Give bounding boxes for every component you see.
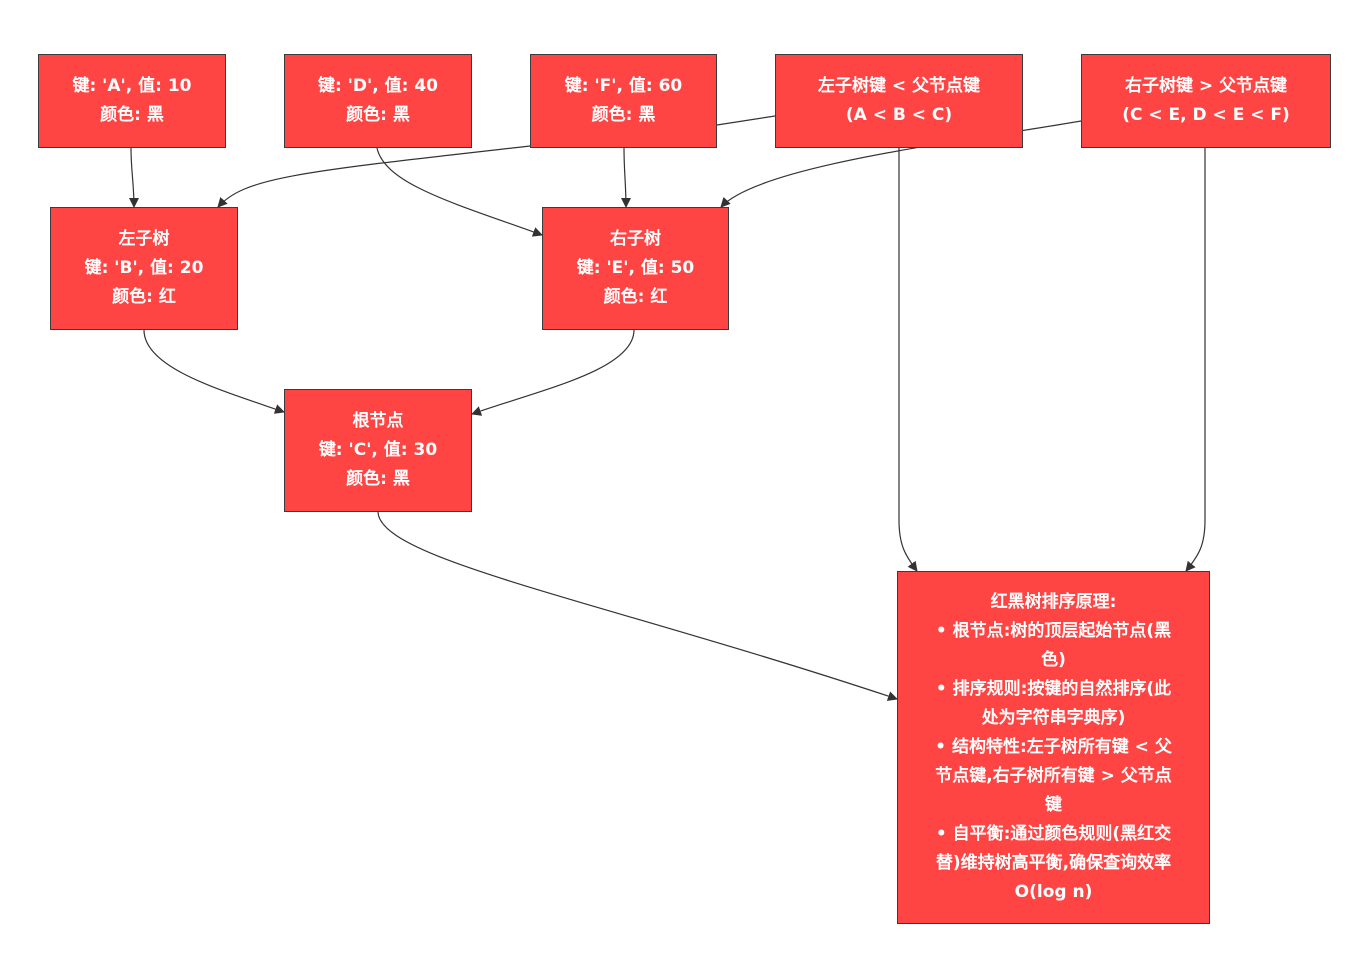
edge-left-rule-to-principle (898, 148, 918, 572)
node-key-f-line-1: 键: 'F', 值: 60 (564, 76, 683, 96)
node-key-b-line-2: 键: 'B', 值: 20 (84, 258, 204, 278)
edge-right-rule-to-e (720, 120, 1082, 208)
node-root-line-2: 键: 'C', 值: 30 (318, 440, 438, 460)
node-left-rule-line-2: (A < B < C) (845, 105, 953, 125)
node-root-key-c: 根节点 键: 'C', 值: 30 颜色: 黑 (284, 389, 472, 512)
edge-d-to-e (376, 147, 543, 237)
node-key-f: 键: 'F', 值: 60 颜色: 黑 (530, 54, 717, 148)
principle-item-root: • 根节点:树的顶层起始节点(黑色) (935, 621, 1172, 670)
edge-f-to-b (217, 145, 531, 208)
edge-right-rule-to-principle (1185, 148, 1206, 572)
node-key-a-line-1: 键: 'A', 值: 10 (72, 76, 192, 96)
node-left-subtree-rule: 左子树键 < 父节点键 (A < B < C) (775, 54, 1023, 148)
edge-f-to-e (620, 147, 631, 208)
node-right-subtree-rule: 右子树键 > 父节点键 (C < E, D < E < F) (1081, 54, 1331, 148)
node-key-d: 键: 'D', 值: 40 颜色: 黑 (284, 54, 472, 148)
principle-title: 红黑树排序原理: (990, 592, 1117, 612)
node-key-a-line-2: 颜色: 黑 (100, 105, 164, 125)
node-key-e-line-1: 右子树 (610, 229, 661, 249)
principle-item-structure: • 结构特性:左子树所有键 < 父节点键,右子树所有键 > 父节点键 (935, 737, 1172, 815)
edge-b-to-root (143, 329, 285, 414)
edge-f-to-left-rule (716, 115, 776, 126)
edge-root-to-principle (377, 511, 898, 701)
node-left-rule-line-1: 左子树键 < 父节点键 (817, 76, 981, 96)
node-key-b-line-1: 左子树 (118, 229, 170, 249)
node-sorting-principle: 红黑树排序原理: • 根节点:树的顶层起始节点(黑色) • 排序规则:按键的自然… (897, 571, 1210, 924)
principle-item-self-balance: • 自平衡:通过颜色规则(黑红交替)维持树高平衡,确保查询效率O(log n) (935, 824, 1172, 902)
node-right-rule-line-2: (C < E, D < E < F) (1122, 105, 1290, 125)
node-key-e-line-3: 颜色: 红 (603, 287, 668, 307)
node-key-d-line-1: 键: 'D', 值: 40 (318, 76, 438, 96)
node-key-b-line-3: 颜色: 红 (112, 287, 176, 307)
node-key-e-line-2: 键: 'E', 值: 50 (576, 258, 695, 278)
edge-e-to-root (471, 329, 635, 416)
node-right-subtree-key-e: 右子树 键: 'E', 值: 50 颜色: 红 (542, 207, 729, 330)
node-key-f-line-2: 颜色: 黑 (591, 105, 656, 125)
node-root-line-1: 根节点 (352, 411, 404, 431)
principle-item-ordering: • 排序规则:按键的自然排序(此处为字符串字典序) (935, 679, 1172, 728)
node-root-line-3: 颜色: 黑 (346, 469, 410, 489)
node-right-rule-line-1: 右子树键 > 父节点键 (1124, 76, 1288, 96)
node-key-a: 键: 'A', 值: 10 颜色: 黑 (38, 54, 226, 148)
node-left-subtree-key-b: 左子树 键: 'B', 值: 20 颜色: 红 (50, 207, 238, 330)
node-key-d-line-2: 颜色: 黑 (346, 105, 410, 125)
edge-a-to-b (128, 147, 139, 208)
